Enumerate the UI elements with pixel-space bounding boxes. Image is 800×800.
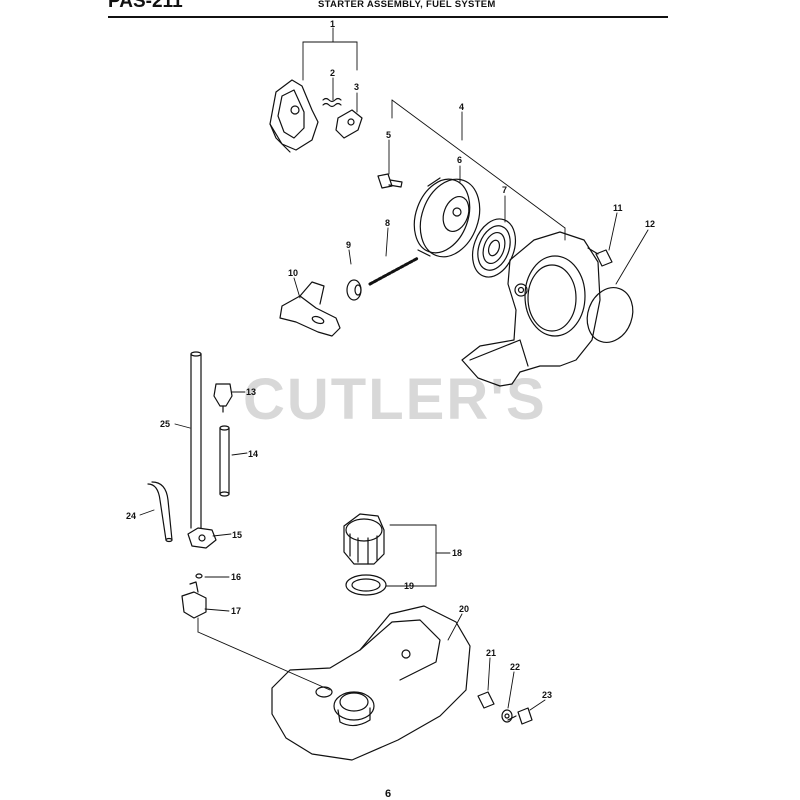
page-number: 6 — [385, 788, 392, 800]
callout-25: 25 — [160, 419, 170, 429]
part-9-rope-guide — [346, 279, 362, 301]
callout-13: 13 — [246, 387, 256, 397]
part-13-fuel-filter — [213, 383, 233, 413]
callout-23: 23 — [542, 690, 552, 700]
callout-22: 22 — [510, 662, 520, 672]
part-21-collar — [477, 691, 495, 709]
part-24-vent-hose — [147, 481, 173, 543]
callout-5: 5 — [386, 130, 391, 140]
part-15-grommet — [187, 527, 217, 549]
part-18-fuel-cap — [343, 513, 385, 565]
part-14-fuel-tube — [219, 425, 230, 497]
callout-21: 21 — [486, 648, 496, 658]
callout-1: 1 — [330, 19, 335, 29]
part-16-ring — [195, 573, 203, 579]
model-number: PAS-211 — [108, 0, 183, 12]
part-10-starter-handle — [279, 281, 341, 337]
callout-15: 15 — [232, 530, 242, 540]
part-19-gasket — [345, 574, 387, 596]
callout-2: 2 — [330, 68, 335, 78]
callout-11: 11 — [613, 203, 623, 213]
page-title: STARTER ASSEMBLY, FUEL SYSTEM — [318, 0, 496, 10]
callout-7: 7 — [502, 185, 507, 195]
header-rule — [108, 16, 668, 18]
callout-labels: 1 2 3 4 5 6 7 8 9 10 11 12 13 14 15 16 1… — [126, 19, 655, 700]
part-6-starter-pulley — [413, 177, 481, 258]
part-4-starter-housing — [461, 231, 601, 387]
part-7-recoil-spring — [471, 218, 517, 278]
callout-9: 9 — [346, 240, 351, 250]
callout-18: 18 — [452, 548, 462, 558]
callout-16: 16 — [231, 572, 241, 582]
part-11-bolt — [587, 247, 613, 267]
callout-20: 20 — [459, 604, 469, 614]
part-17-fuel-pickup — [181, 581, 207, 619]
callout-12: 12 — [645, 219, 655, 229]
leader-lines — [139, 27, 649, 711]
callout-3: 3 — [354, 82, 359, 92]
part-5-bolt — [377, 173, 403, 189]
part-8-starter-rope — [368, 256, 420, 286]
callout-6: 6 — [457, 155, 462, 165]
callout-8: 8 — [385, 218, 390, 228]
part-12-decal — [586, 287, 634, 343]
watermark: CUTLER'S — [243, 367, 547, 432]
part-2-spring — [322, 97, 342, 108]
part-22-washer — [501, 709, 513, 723]
callout-19: 19 — [404, 581, 414, 591]
callout-4: 4 — [459, 102, 464, 112]
callout-17: 17 — [231, 606, 241, 616]
callout-10: 10 — [288, 268, 298, 278]
callout-24: 24 — [126, 511, 136, 521]
callout-14: 14 — [248, 449, 258, 459]
part-23-bolt — [507, 707, 533, 725]
part-25-fuel-tube — [190, 351, 202, 529]
part-3-pawl — [335, 109, 363, 139]
part-20-fuel-tank — [271, 605, 471, 761]
part-1-pawl-carrier — [269, 79, 319, 153]
